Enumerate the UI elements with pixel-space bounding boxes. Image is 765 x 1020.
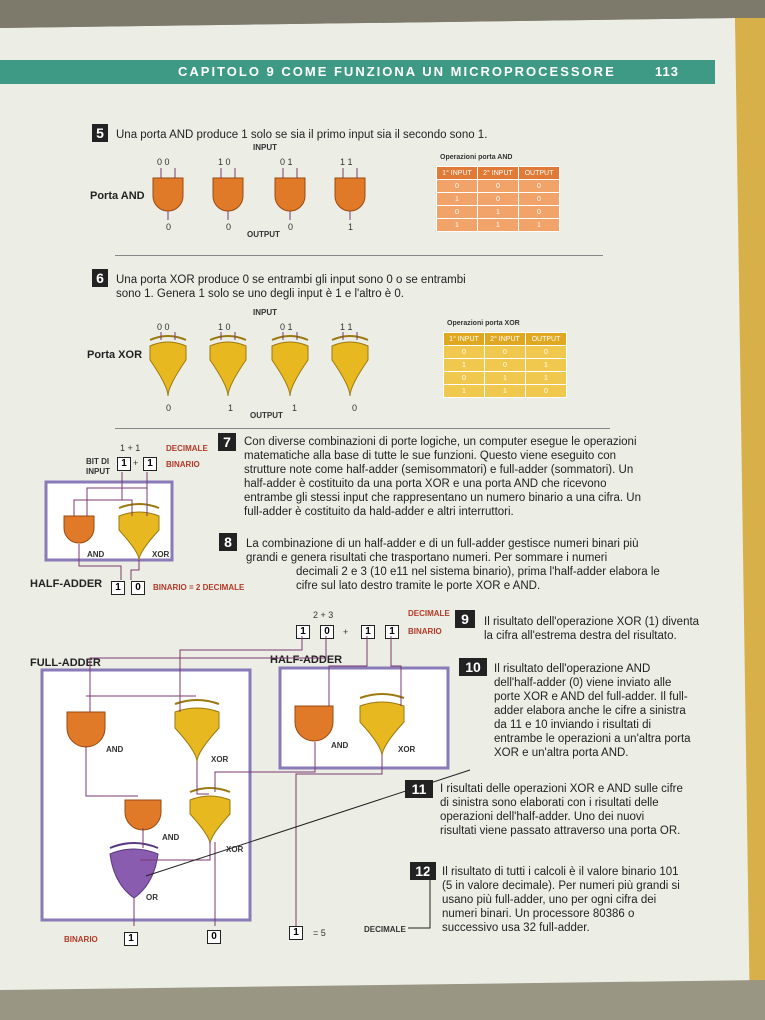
xor-input-0: 0 0 [157, 322, 170, 332]
and-input-0: 0 0 [157, 157, 170, 167]
fa-and-label-2: AND [331, 741, 349, 750]
and-gates-diagram [152, 168, 366, 220]
xor-input-label: INPUT [253, 308, 277, 317]
fa-xor-label-2: XOR [398, 745, 416, 754]
step-8-text: La combinazione di un half-adder e di un… [246, 538, 660, 592]
step-10-text: Il risultato dell'operazione AND dell'ha… [494, 663, 691, 759]
xor-output-2: 1 [292, 403, 298, 413]
fa-decimal-sum: 2 + 3 [313, 610, 334, 620]
fa-and-label-3: AND [162, 833, 180, 842]
fa-binario-label: BINARIO [408, 627, 442, 636]
and-gate-label: Porta AND [90, 190, 145, 202]
fa-xor-label-1: XOR [211, 755, 229, 764]
fa-result-eq: = 5 [313, 928, 326, 938]
step-6-badge: 6 [92, 269, 108, 287]
xor-output-3: 0 [352, 403, 358, 413]
and-table-title: Operazioni porta AND [440, 154, 513, 161]
fa-title: FULL-ADDER [30, 657, 101, 669]
ha-small-result-eq: BINARIO = 2 DECIMALE [153, 583, 245, 592]
ha-small-and-label: AND [87, 550, 105, 559]
ha-small-input: INPUT [86, 467, 110, 476]
fa-output-bit-1: 1 [124, 932, 138, 946]
fa-input-bit-4: 1 [385, 625, 399, 639]
plus-sign: + [133, 458, 139, 468]
ha-small-sum: 1 + 1 [120, 443, 141, 453]
and-input-2: 0 1 [280, 157, 293, 167]
ha-small-xor-label: XOR [152, 550, 170, 559]
chapter-title: CAPITOLO 9 COME FUNZIONA UN MICROPROCESS… [178, 64, 616, 79]
xor-gate-label: Porta XOR [87, 349, 143, 361]
step-12-text: Il risultato di tutti i calcoli è il val… [442, 866, 680, 934]
ha-small-bit-di: BIT DI [86, 457, 110, 466]
step-5-badge: 5 [92, 124, 108, 142]
fa-input-bit-3: 1 [361, 625, 375, 639]
step-5-text: Una porta AND produce 1 solo se sia il p… [116, 129, 488, 141]
xor-input-1: 1 0 [218, 322, 231, 332]
and-input-1: 1 0 [218, 157, 231, 167]
step-11-text: I risultati delle operazioni XOR e AND s… [440, 783, 683, 837]
step-12-pointer [408, 868, 431, 929]
fa-xor-label-3: XOR [226, 845, 244, 854]
xor-input-2: 0 1 [280, 322, 293, 332]
fa-and-label-1: AND [106, 745, 124, 754]
step-6-text-line2: sono 1. Genera 1 solo se uno degli input… [116, 288, 404, 300]
divider-1 [115, 255, 603, 256]
fa-output-bit-2: 0 [207, 930, 221, 944]
xor-output-0: 0 [166, 403, 172, 413]
step-10-badge: 10 [459, 658, 487, 676]
full-adder-diagram [40, 636, 471, 926]
ha-small-result-bit-2: 0 [131, 581, 145, 595]
fa-decimale-label: DECIMALE [408, 609, 450, 618]
step-11-badge: 11 [405, 780, 433, 798]
xor-output-1: 1 [228, 403, 234, 413]
ha-small-input-bit-1: 1 [117, 457, 131, 471]
ha-small-decimale: DECIMALE [166, 444, 208, 453]
and-output-2: 0 [288, 222, 294, 232]
ha-small-binario: BINARIO [166, 460, 200, 469]
fa-input-bit-2: 0 [320, 625, 334, 639]
fa-result-dec: DECIMALE [364, 925, 406, 934]
and-output-0: 0 [166, 222, 172, 232]
step-7-badge: 7 [218, 433, 236, 451]
fa-input-bit-1: 1 [296, 625, 310, 639]
and-input-3: 1 1 [340, 157, 353, 167]
ha-small-title: HALF-ADDER [30, 578, 103, 590]
fa-half-adder-title: HALF-ADDER [270, 654, 343, 666]
xor-gates-diagram [149, 332, 369, 397]
step-9-badge: 9 [455, 610, 475, 628]
and-output-1: 0 [226, 222, 232, 232]
step-6-text-line1: Una porta XOR produce 0 se entrambi gli … [116, 274, 466, 286]
ha-small-input-bit-2: 1 [143, 457, 157, 471]
page-number: 113 [655, 64, 679, 79]
fa-or-label: OR [146, 893, 158, 902]
fa-binario-out: BINARIO [64, 935, 98, 944]
xor-input-3: 1 1 [340, 322, 353, 332]
chapter-header-bar [0, 60, 715, 84]
step-7-text: Con diverse combinazioni di porte logich… [244, 436, 641, 518]
and-output-3: 1 [348, 222, 354, 232]
step-9-text: Il risultato dell'operazione XOR (1) div… [484, 616, 700, 642]
and-output-label: OUTPUT [247, 230, 280, 239]
half-adder-small-diagram [44, 472, 174, 580]
xor-table-title: Operazioni porta XOR [447, 320, 520, 327]
ha-small-result-bit-1: 1 [111, 581, 125, 595]
xor-output-label: OUTPUT [250, 411, 283, 420]
divider-2 [115, 428, 610, 429]
step-8-badge: 8 [219, 533, 237, 551]
and-input-label: INPUT [253, 143, 277, 152]
fa-plus-sign: + [343, 627, 349, 637]
fa-output-bit-3: 1 [289, 926, 303, 940]
